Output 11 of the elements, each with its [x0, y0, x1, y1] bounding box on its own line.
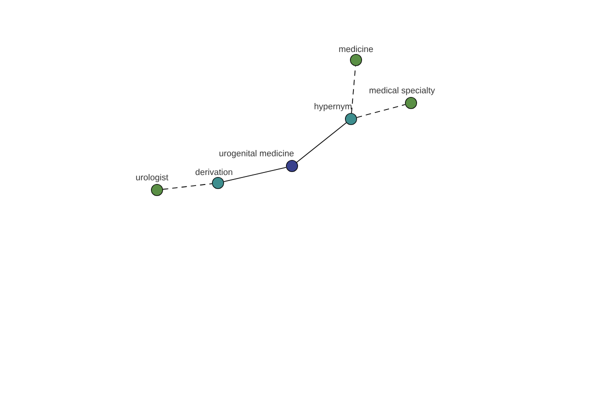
node-label: urologist: [136, 174, 168, 182]
node-label: urogenital medicine: [219, 150, 294, 158]
node-label: medicine: [339, 46, 373, 52]
node-label: medical specialty: [370, 87, 435, 96]
node-label: hypernym: [314, 103, 352, 112]
connector: [223, 166, 287, 182]
connector: [356, 104, 406, 118]
node-label: derivation: [196, 168, 232, 176]
connector: [162, 183, 212, 190]
connector: [296, 122, 347, 163]
connector: [351, 66, 356, 114]
